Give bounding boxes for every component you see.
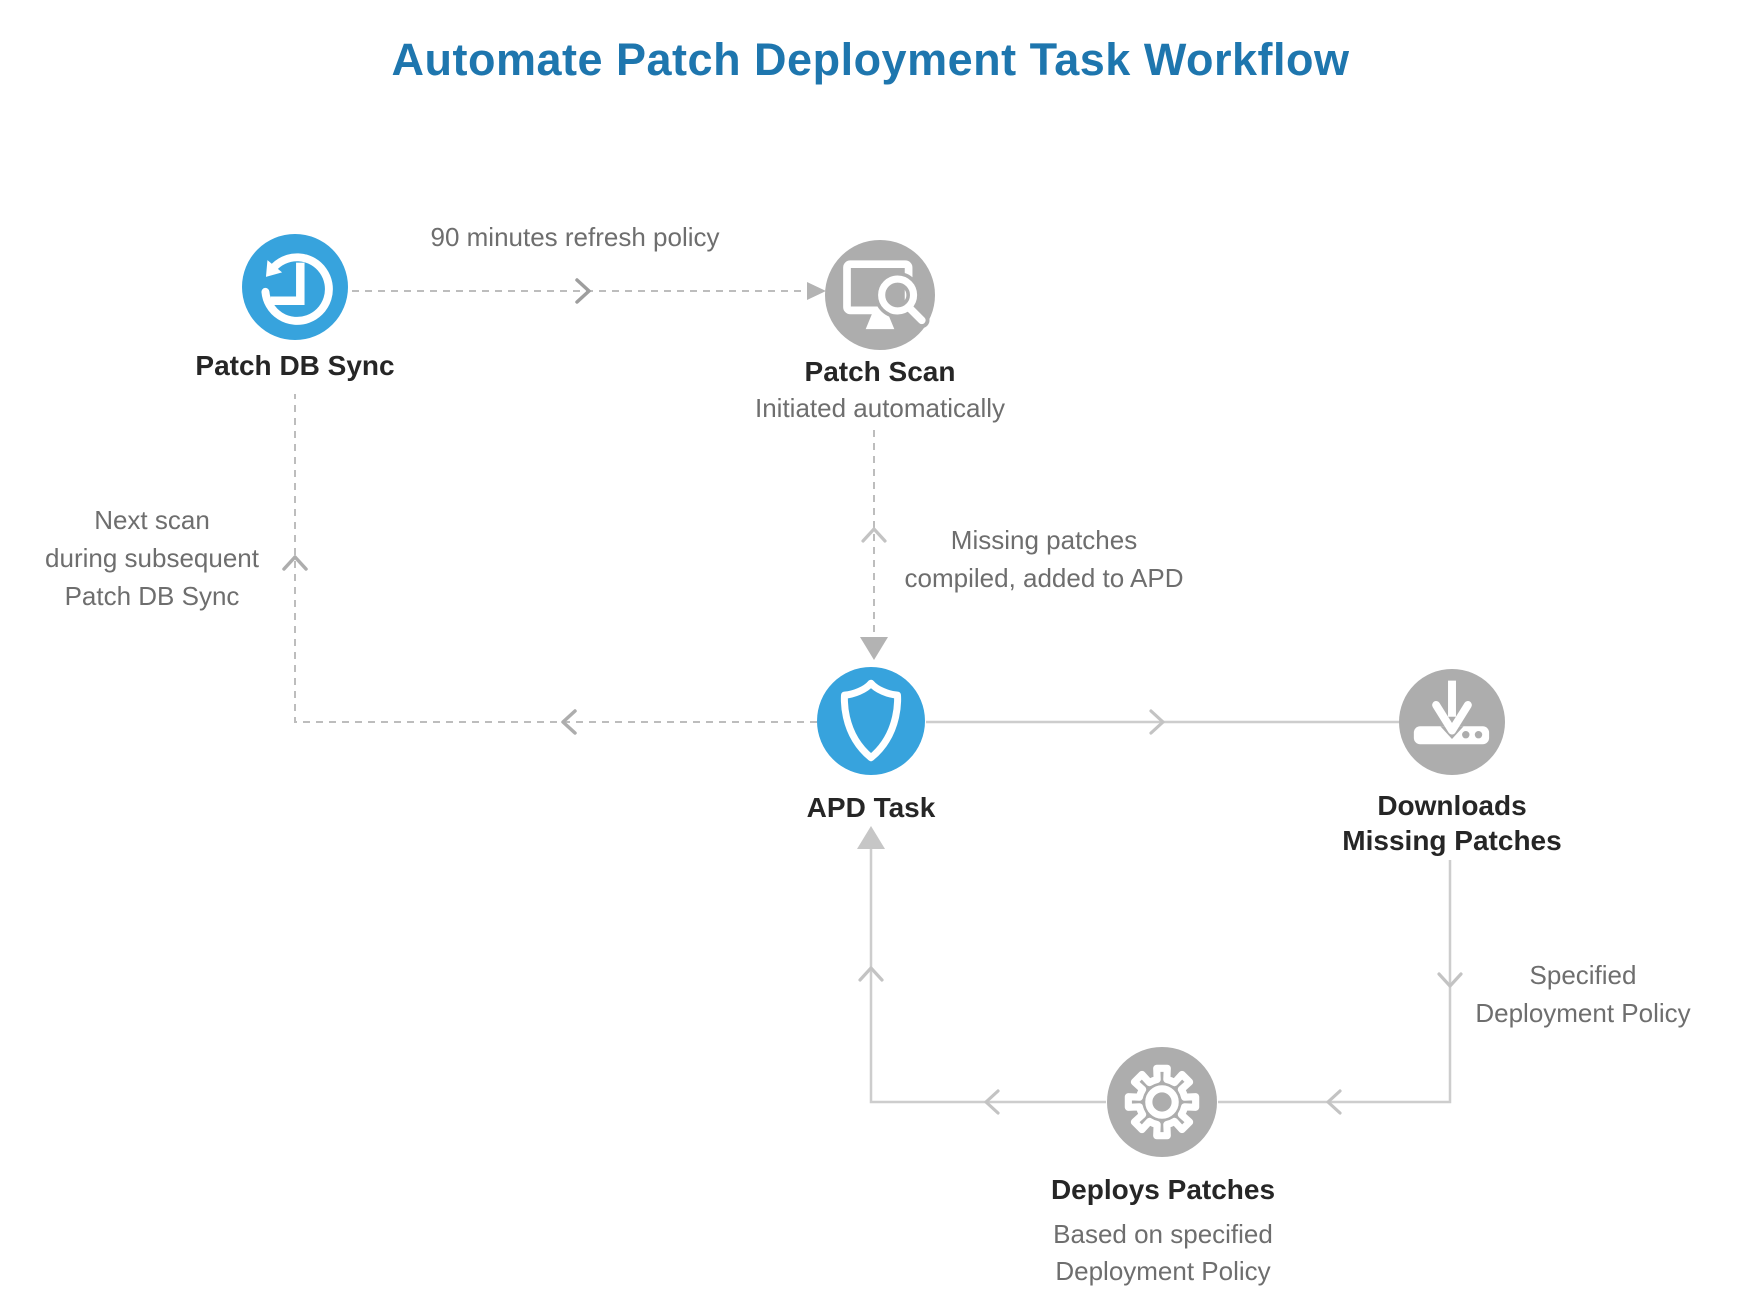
arrowhead-into-apd-task-icon: [860, 637, 888, 660]
edge-downloads-to-deploys: [1218, 860, 1452, 1104]
monitor-search-icon: [843, 260, 930, 330]
history-sync-icon: [261, 253, 333, 325]
node-patch-scan: [825, 240, 935, 350]
chevron-deploys-left-icon: [984, 1089, 1000, 1115]
node-patch-db-sync: [242, 234, 348, 340]
patch-scan-label: Patch Scan: [804, 356, 956, 387]
chevron-downloads-down-icon: [1437, 972, 1463, 988]
shield-icon: [840, 679, 902, 762]
node-downloads-missing-patches: [1399, 669, 1505, 775]
gear-icon: [1124, 1064, 1200, 1140]
deployment-policy-label-line1: Specified: [1529, 960, 1637, 990]
edge-apd-to-sync-loop: [294, 394, 817, 723]
downloads-label-line1: Downloads: [1377, 790, 1527, 821]
next-scan-label-line1: Next scan: [94, 505, 210, 535]
deployment-policy-label-line2: Deployment Policy: [1475, 998, 1691, 1028]
deploys-patches-label: Deploys Patches: [1050, 1174, 1276, 1205]
chevron-scan-apd-up-icon: [861, 527, 887, 543]
chevron-deploys-up-icon: [858, 966, 884, 982]
apd-task-label: APD Task: [806, 792, 936, 823]
arrowhead-into-apd-label-icon: [857, 826, 885, 849]
arrowhead-into-patch-scan-icon: [807, 282, 826, 300]
refresh-policy-label: 90 minutes refresh policy: [430, 222, 720, 252]
edge-deploys-to-apd: [869, 848, 1106, 1104]
download-icon: [1413, 680, 1490, 745]
next-scan-label-line2: during subsequent: [45, 543, 259, 573]
node-apd-task: [817, 667, 925, 775]
downloads-label-line2: Missing Patches: [1342, 825, 1562, 856]
chevron-sync-to-scan-icon: [575, 278, 591, 304]
patch-scan-subtitle: Initiated automatically: [754, 393, 1006, 423]
page-title: Automate Patch Deployment Task Workflow: [391, 34, 1350, 85]
node-deploys-patches: [1107, 1047, 1217, 1157]
deploys-patches-subtitle-line1: Based on specified: [1053, 1219, 1273, 1249]
chevron-apd-downloads-icon: [1149, 709, 1165, 735]
chevron-downloads-left-icon: [1326, 1089, 1342, 1115]
next-scan-label-line3: Patch DB Sync: [64, 581, 240, 611]
missing-patches-label-line2: compiled, added to APD: [904, 563, 1184, 593]
patch-db-sync-label: Patch DB Sync: [195, 350, 395, 381]
chevron-apd-loop-up-icon: [282, 555, 308, 571]
chevron-apd-loop-left-icon: [561, 709, 577, 735]
missing-patches-label-line1: Missing patches: [950, 525, 1138, 555]
deploys-patches-subtitle-line2: Deployment Policy: [1055, 1256, 1271, 1286]
